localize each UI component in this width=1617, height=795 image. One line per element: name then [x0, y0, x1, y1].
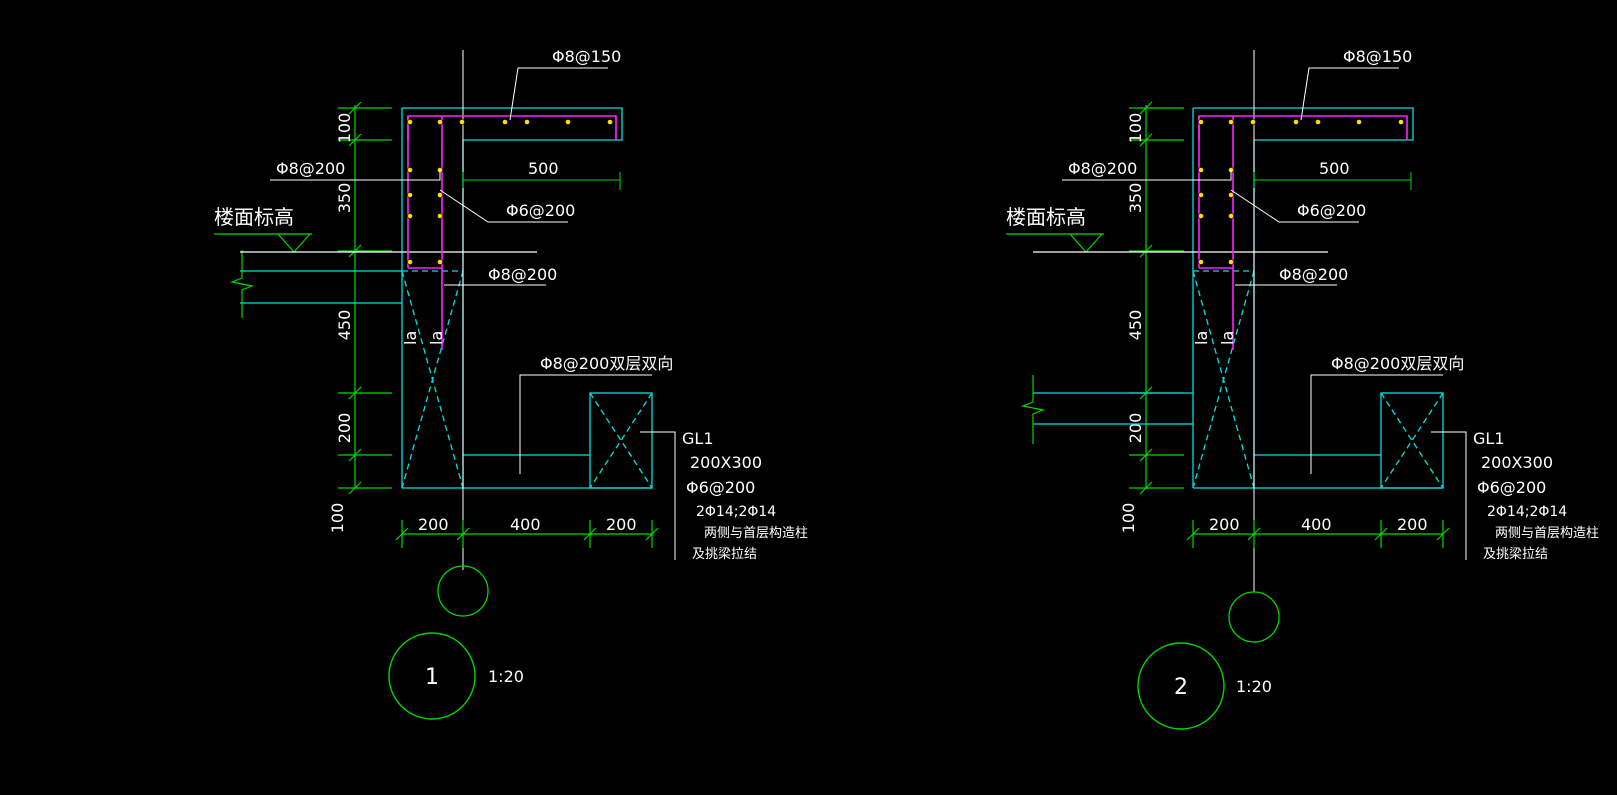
anchorage-right: la [1218, 331, 1237, 345]
dim-bottom-200-right: 200 [1397, 515, 1428, 534]
dim-100-bottom: 100 [1119, 503, 1138, 534]
dim-100-bottom: 100 [328, 503, 347, 534]
dim-bottom-200-left: 200 [1209, 515, 1240, 534]
beam-note-1: 两侧与首层构造柱 [704, 526, 808, 541]
detail-number-circle [1137, 642, 1225, 730]
beam-stirrup: Φ6@200 [686, 478, 755, 497]
detail-scale: 1:20 [1236, 677, 1272, 696]
vertical-dimension-texts: 100 350 450 200 100 [328, 113, 354, 534]
floor-level-label: 楼面标高 [1006, 205, 1086, 229]
slab-break-line [1020, 375, 1046, 444]
rebar-points [1198, 119, 1404, 265]
bar-top-label: Φ8@150 [1343, 47, 1412, 66]
leader-lines [270, 67, 676, 560]
floor-level-marker [214, 233, 537, 253]
beam-stirrup: Φ6@200 [1477, 478, 1546, 497]
detail-number-circle [388, 632, 476, 720]
beam-gl1-note: GL1 200X300 Φ6@200 2Φ14;2Φ14 两侧与首层构造柱 及挑… [1473, 429, 1599, 562]
beam-name: GL1 [682, 429, 714, 448]
rebar-points [407, 119, 613, 265]
beam-bars: 2Φ14;2Φ14 [696, 504, 776, 520]
dim-350: 350 [335, 183, 354, 214]
detail-scale: 1:20 [488, 667, 524, 686]
bar-left-label: Φ8@200 [1068, 159, 1137, 178]
axis-bubble [437, 565, 489, 617]
beam-name: GL1 [1473, 429, 1505, 448]
beam-bars: 2Φ14;2Φ14 [1487, 504, 1567, 520]
dim-200-vert: 200 [1126, 413, 1145, 444]
bar-stirrup-label: Φ6@200 [1297, 201, 1366, 220]
dim-bottom-200-right: 200 [606, 515, 637, 534]
slab-break-line [229, 250, 255, 318]
floor-level-label: 楼面标高 [214, 205, 294, 229]
bar-base-label: Φ8@200双层双向 [1331, 354, 1464, 373]
anchorage-left: la [401, 331, 420, 345]
dim-bottom-200-left: 200 [418, 515, 449, 534]
detail-number: 2 [1174, 675, 1188, 700]
vertical-dimension-chain [338, 101, 392, 495]
bar-top-label: Φ8@150 [552, 47, 621, 66]
dim-bottom-400: 400 [510, 515, 541, 534]
axis-bubble [1228, 591, 1280, 643]
dim-200-vert: 200 [335, 413, 354, 444]
concrete-outline [1033, 107, 1444, 489]
leader-lines [1062, 67, 1467, 560]
floor-level-marker [1006, 233, 1328, 253]
dim-bottom-400: 400 [1301, 515, 1332, 534]
beam-size: 200X300 [690, 453, 762, 472]
bar-stirrup-label: Φ6@200 [506, 201, 575, 220]
anchorage-right: la [427, 331, 446, 345]
bar-left-label: Φ8@200 [276, 159, 345, 178]
dim-350: 350 [1126, 183, 1145, 214]
beam-gl1-note: GL1 200X300 Φ6@200 2Φ14;2Φ14 两侧与首层构造柱 及挑… [682, 429, 808, 562]
detail-number: 1 [425, 665, 439, 690]
vertical-dimension-texts: 100 350 450 200 100 [1119, 113, 1145, 534]
bar-mid-label: Φ8@200 [1279, 265, 1348, 284]
cantilever-dim: 500 [1319, 159, 1350, 178]
dim-450: 450 [1126, 310, 1145, 341]
beam-note-1: 两侧与首层构造柱 [1495, 526, 1599, 541]
anchorage-left: la [1192, 331, 1211, 345]
dim-100-top: 100 [335, 113, 354, 144]
bar-base-label: Φ8@200双层双向 [540, 354, 673, 373]
rebar-cage [407, 115, 617, 350]
section-detail-2: 100 350 450 200 100 [1006, 47, 1599, 730]
dim-100-top: 100 [1126, 113, 1145, 144]
dim-450: 450 [335, 310, 354, 341]
section-detail-1: 100 350 450 200 100 [214, 47, 808, 720]
bottom-dimension-chain [1186, 520, 1450, 548]
beam-size: 200X300 [1481, 453, 1553, 472]
rebar-cage [1198, 115, 1408, 350]
beam-note-2: 及挑梁拉结 [1483, 547, 1548, 562]
concrete-outline [240, 107, 653, 489]
cantilever-dim: 500 [528, 159, 559, 178]
beam-note-2: 及挑梁拉结 [692, 547, 757, 562]
bottom-dimension-chain [395, 520, 659, 548]
bar-mid-label: Φ8@200 [488, 265, 557, 284]
